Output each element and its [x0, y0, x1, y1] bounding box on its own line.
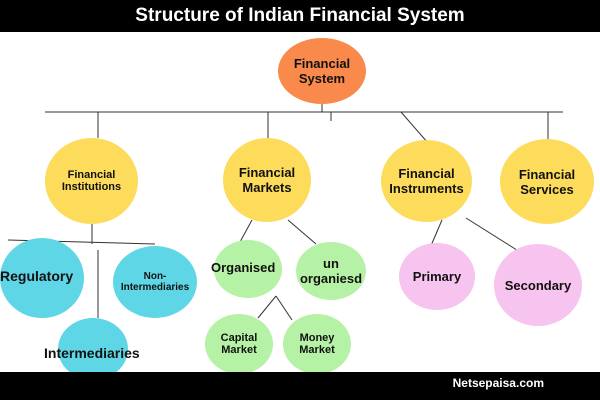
label-intermediaries: Intermediaries [44, 345, 140, 361]
node-financial-services: Financial Services [500, 139, 594, 224]
node-label: Financial System [293, 56, 351, 86]
node-financial-system: Financial System [278, 38, 366, 104]
title-bar [0, 0, 600, 32]
label-organised: Organised [211, 260, 276, 275]
connector-line [465, 217, 521, 253]
connector-line [275, 295, 293, 321]
node-label: Capital Market [220, 332, 258, 356]
node-label: Financial Institutions [61, 169, 122, 193]
node-label: Primary [412, 269, 462, 284]
node-label: Financial Services [518, 166, 576, 197]
connector-line [287, 219, 317, 245]
diagram-title: Structure of Indian Financial System [135, 5, 465, 26]
node-financial-instruments: Financial Instruments [381, 140, 472, 222]
label-regulatory: Regulatory [0, 268, 74, 284]
node-label: Financial Markets [238, 165, 296, 195]
node-primary: Primary [399, 243, 475, 310]
node-non-intermediaries: Non- Intermediaries [113, 246, 197, 318]
node-secondary: Secondary [494, 244, 582, 326]
node-organised [214, 240, 282, 298]
node-label: Secondary [504, 277, 572, 293]
connector-line [239, 219, 253, 243]
node-intermediaries [58, 318, 128, 380]
node-capital-market: Capital Market [205, 314, 273, 374]
footer-bar [0, 372, 600, 400]
node-unorganised: un organiesd [296, 242, 366, 300]
node-financial-institutions: Financial Institutions [45, 138, 138, 224]
connector-line [400, 111, 429, 144]
node-money-market: Money Market [283, 314, 351, 374]
node-label: Non- Intermediaries [120, 271, 190, 293]
node-label: un organiesd [299, 256, 363, 286]
node-label: Financial Instruments [389, 166, 464, 196]
footer-watermark: Netsepaisa.com [452, 376, 544, 390]
connector-line [257, 295, 277, 319]
node-regulatory [0, 238, 84, 318]
node-financial-markets: Financial Markets [223, 138, 311, 222]
node-label: Money Market [299, 332, 335, 356]
